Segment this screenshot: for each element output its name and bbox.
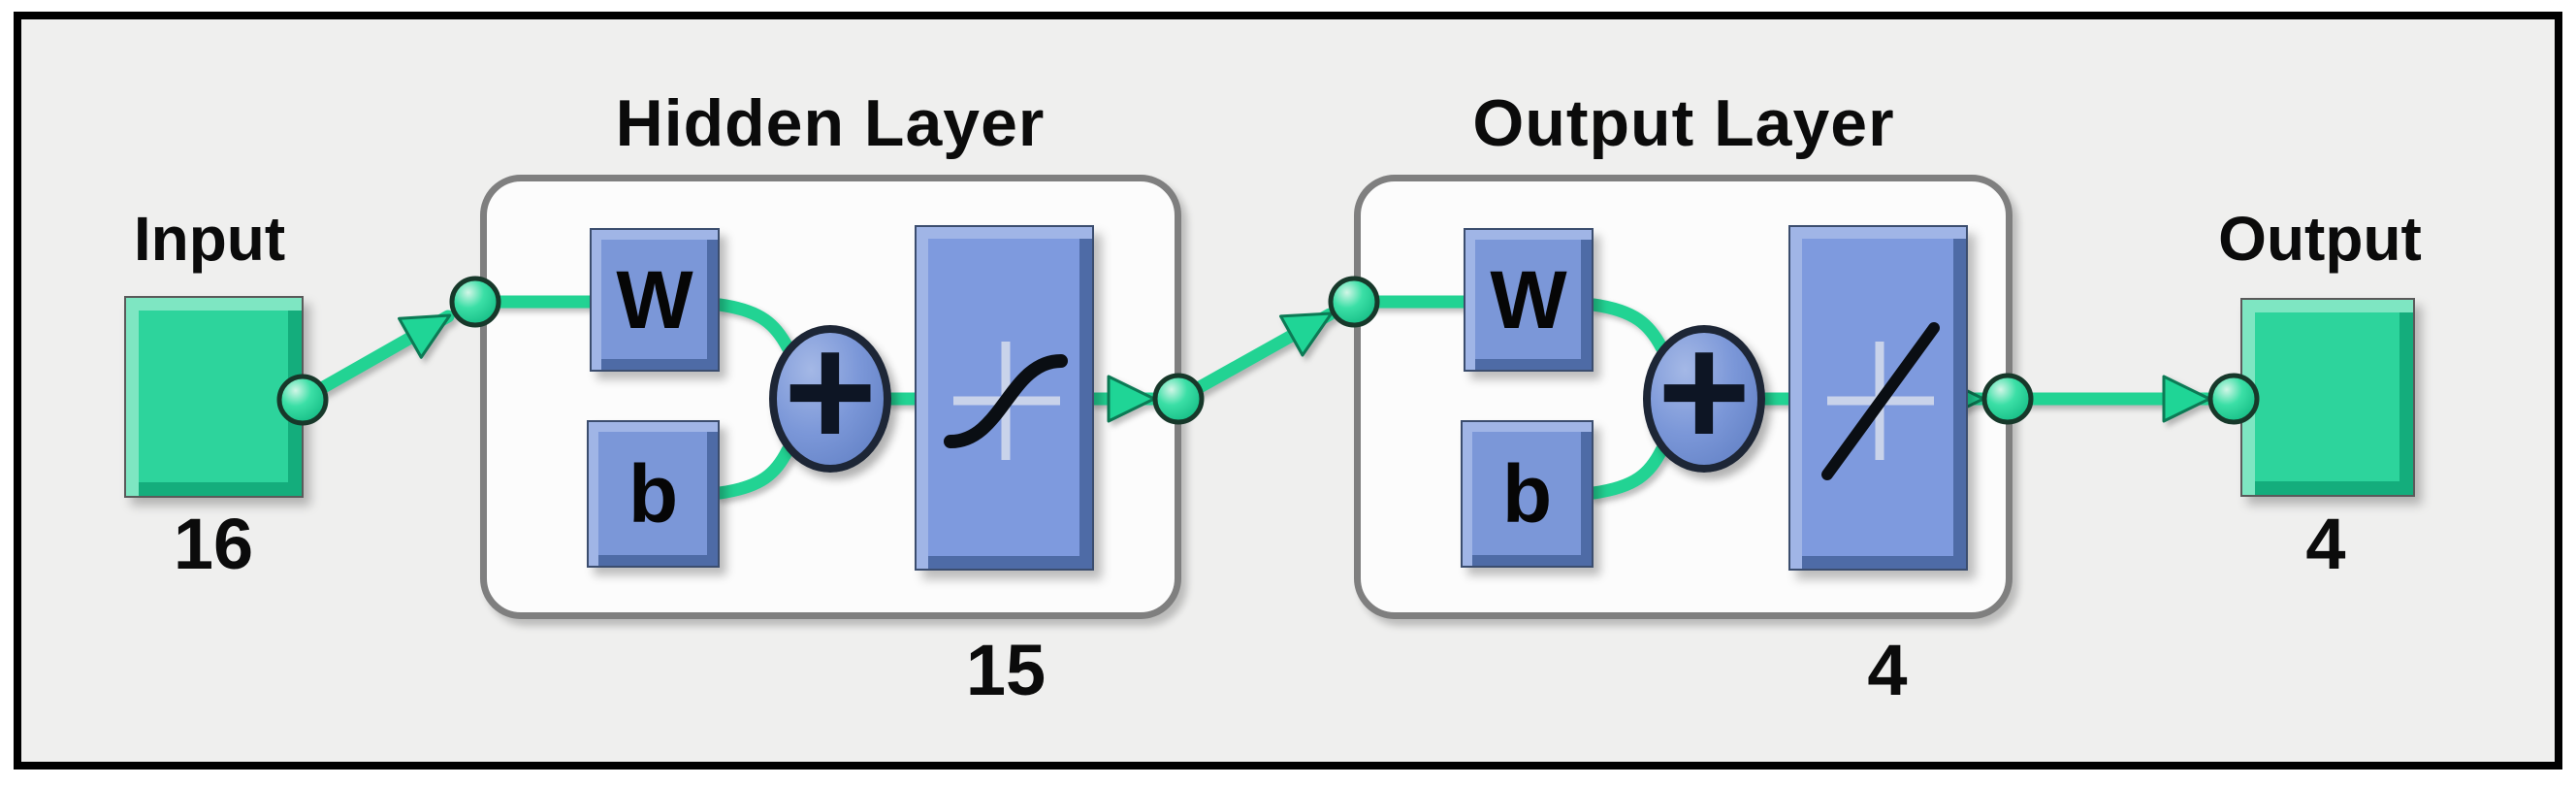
bias-block-hidden: b bbox=[587, 420, 720, 568]
transfer-block-hidden bbox=[915, 225, 1094, 571]
linear-line-icon bbox=[1821, 322, 1940, 480]
output-layer-size-label: 4 bbox=[1867, 630, 1908, 710]
output-size-label: 4 bbox=[2305, 504, 2346, 584]
diagram-frame bbox=[14, 12, 2562, 770]
weight-block-output: W bbox=[1464, 228, 1594, 372]
hidden-layer-title: Hidden Layer bbox=[615, 86, 1046, 160]
weight-letter-hidden: W bbox=[616, 253, 693, 345]
input-label: Input bbox=[133, 204, 286, 274]
bias-block-output: b bbox=[1461, 420, 1594, 568]
bias-letter-output: b bbox=[1501, 447, 1553, 540]
bias-letter-hidden: b bbox=[628, 447, 679, 540]
hidden-layer-size-label: 15 bbox=[965, 630, 1046, 710]
weight-letter-output: W bbox=[1490, 253, 1567, 345]
weight-block-hidden: W bbox=[590, 228, 720, 372]
transfer-block-output bbox=[1788, 225, 1968, 571]
input-size-label: 16 bbox=[173, 504, 254, 584]
output-label: Output bbox=[2218, 204, 2422, 274]
sum-junction-hidden: + bbox=[769, 311, 891, 473]
sigmoid-curve-icon bbox=[944, 342, 1068, 460]
sum-junction-output: + bbox=[1643, 311, 1765, 473]
plus-icon: + bbox=[1657, 301, 1752, 480]
output-block bbox=[2240, 298, 2415, 497]
output-layer-title: Output Layer bbox=[1472, 86, 1895, 160]
plus-icon: + bbox=[783, 301, 878, 480]
input-block bbox=[124, 296, 304, 498]
